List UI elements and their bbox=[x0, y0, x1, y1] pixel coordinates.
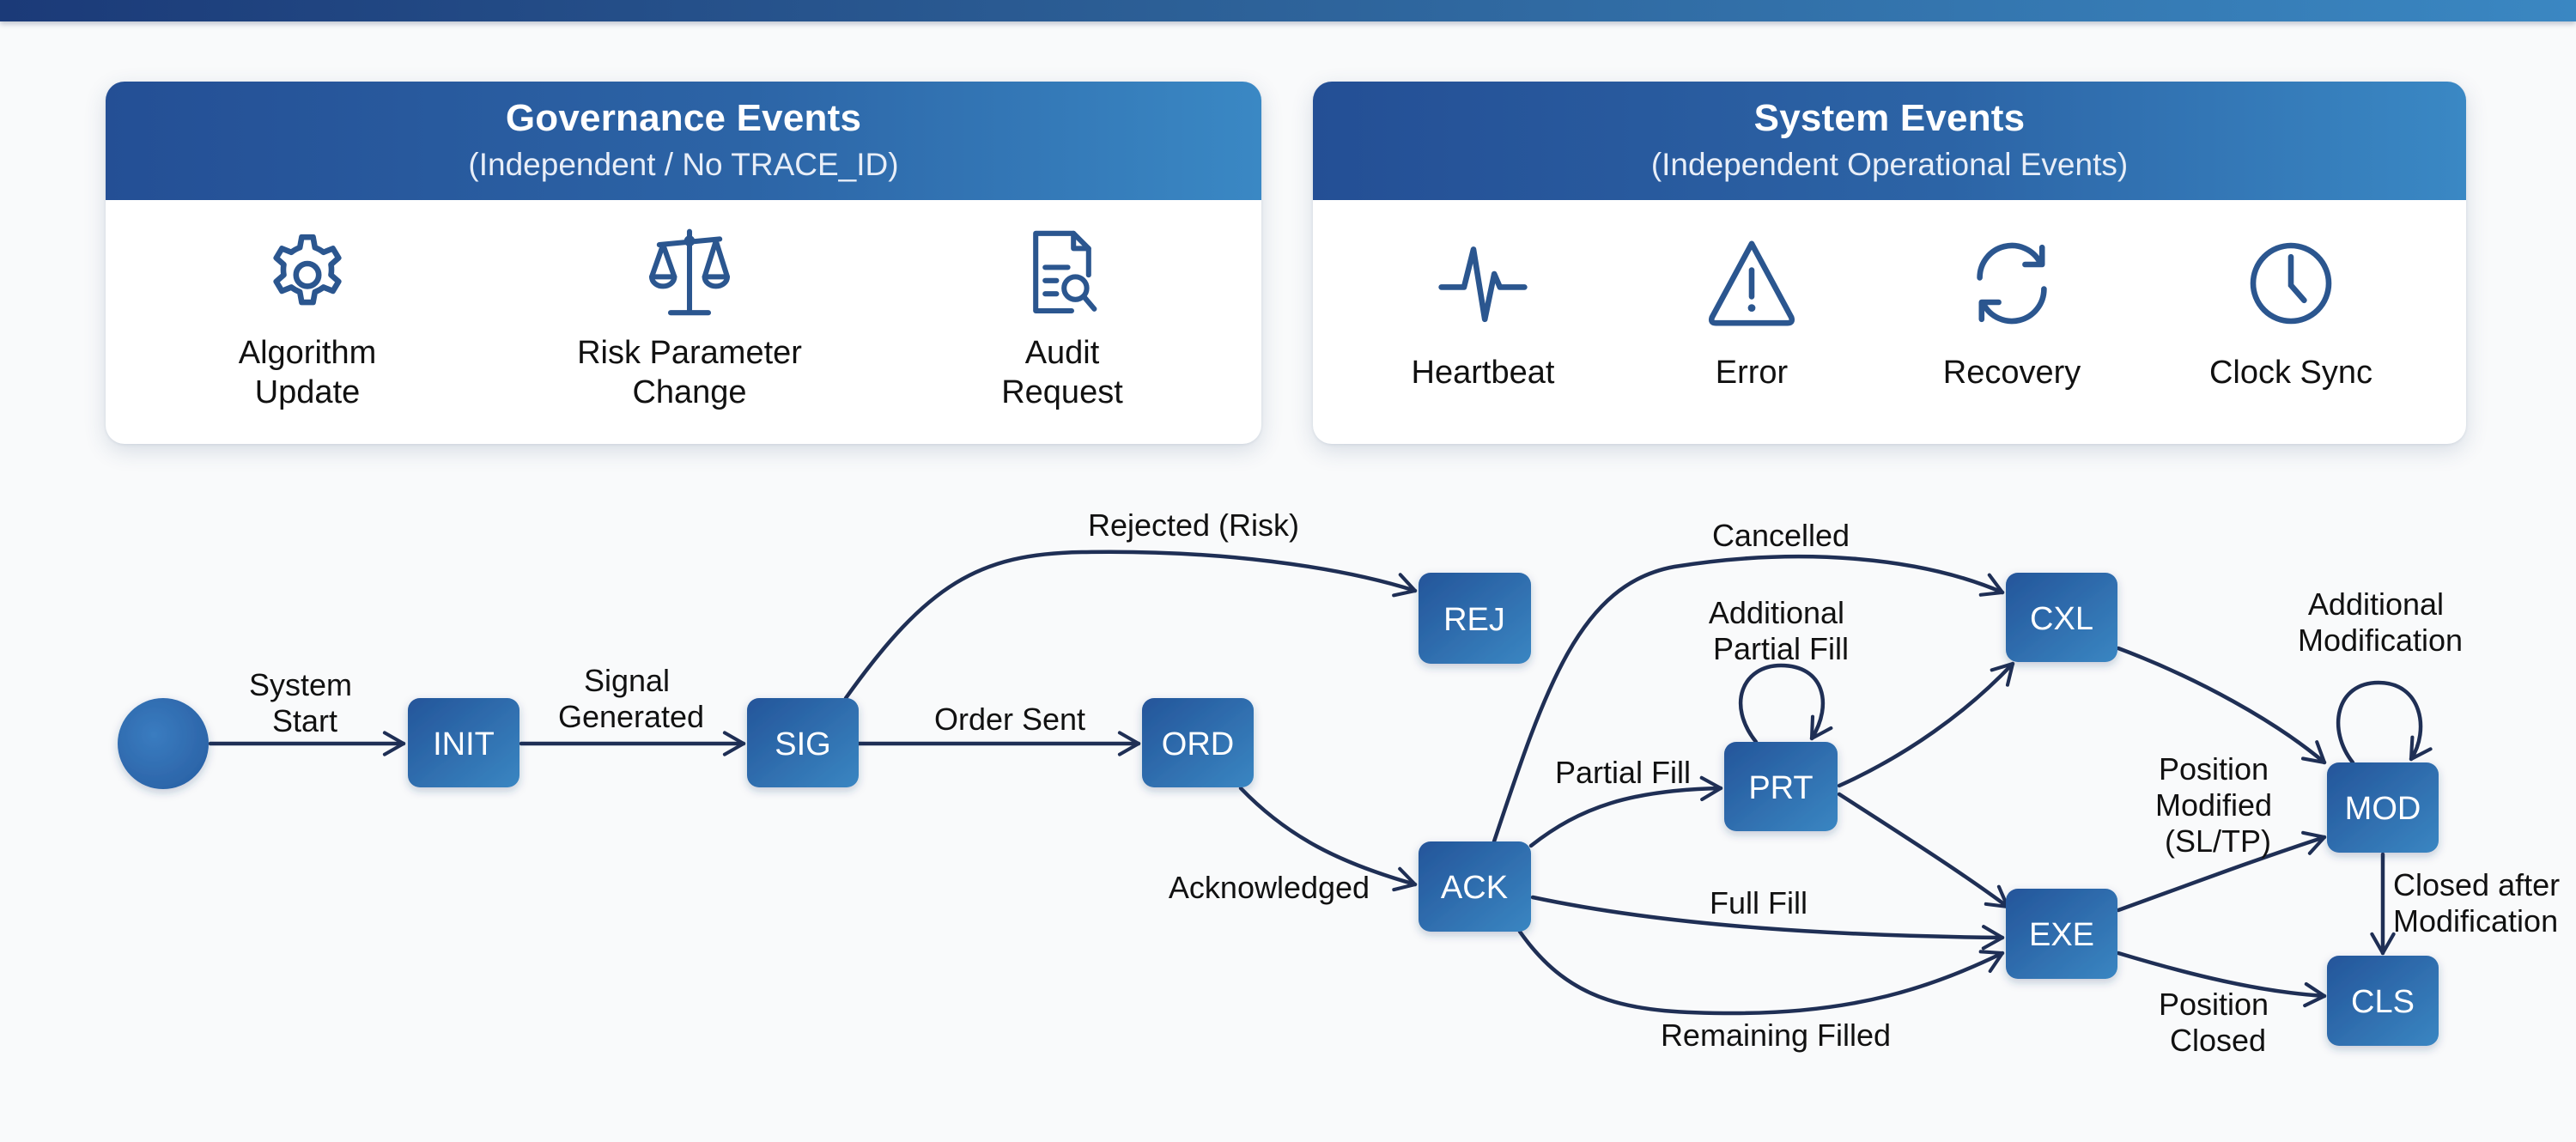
system-panel-header: System Events (Independent Operational E… bbox=[1313, 82, 2466, 200]
governance-events-panel: Governance Events (Independent / No TRAC… bbox=[106, 82, 1261, 444]
event-label: Audit Request bbox=[890, 333, 1234, 412]
state-node-ack[interactable]: ACK bbox=[1419, 841, 1531, 932]
node-box bbox=[2006, 573, 2117, 662]
edge-label-cancelled: Cancelled bbox=[1712, 518, 1850, 553]
event-label: Algorithm Update bbox=[136, 333, 479, 412]
edge-prt-to-cxl bbox=[1837, 661, 2015, 788]
label-line-2: Change bbox=[632, 374, 747, 410]
edge-label-acknowledged: Acknowledged bbox=[1169, 870, 1370, 905]
state-node-init[interactable]: INIT bbox=[408, 698, 519, 787]
edge-label-additional-partial-fill: Additional Partial Fill bbox=[1709, 595, 1853, 666]
label-line-1: Algorithm bbox=[238, 335, 377, 371]
edge-prt-to-exe bbox=[1837, 792, 2010, 909]
node-box bbox=[1142, 698, 1254, 787]
edge-label-remaining-filled: Remaining Filled bbox=[1661, 1017, 1891, 1053]
node-label: SIG bbox=[775, 726, 830, 762]
edge-label-position-closed: Position Closed bbox=[2159, 987, 2277, 1058]
system-event-clock-sync[interactable]: Clock Sync bbox=[2145, 200, 2437, 444]
governance-event-risk-parameter-change[interactable]: Risk Parameter Change bbox=[518, 200, 861, 444]
gear-icon bbox=[273, 234, 342, 306]
governance-panel-title: Governance Events bbox=[505, 97, 862, 139]
edge-remaining-filled bbox=[1517, 929, 2005, 1016]
edge-label-additional-modification: Additional Modification bbox=[2298, 586, 2463, 658]
edge-cxl-to-mod bbox=[2116, 646, 2327, 765]
edge-label-signal-generated: Signal Generated bbox=[558, 663, 704, 734]
node-label: ORD bbox=[1162, 726, 1234, 762]
node-box bbox=[2006, 889, 2117, 979]
state-node-ord[interactable]: ORD bbox=[1142, 698, 1254, 787]
label-line-2: Update bbox=[254, 374, 361, 410]
node-box bbox=[408, 698, 519, 787]
state-node-exe[interactable]: EXE bbox=[2006, 889, 2117, 979]
governance-panel-header: Governance Events (Independent / No TRAC… bbox=[106, 82, 1261, 200]
state-node-mod[interactable]: MOD bbox=[2327, 762, 2439, 853]
state-node-rej[interactable]: REJ bbox=[1419, 573, 1531, 664]
state-node-cls[interactable]: CLS bbox=[2327, 956, 2439, 1046]
start-node[interactable] bbox=[118, 698, 209, 789]
system-panel-title: System Events bbox=[1753, 97, 2026, 139]
state-node-sig[interactable]: SIG bbox=[747, 698, 859, 787]
governance-panel-subtitle: (Independent / No TRACE_ID) bbox=[468, 147, 899, 182]
system-events-panel: System Events (Independent Operational E… bbox=[1313, 82, 2466, 444]
edge-position-modified bbox=[2116, 830, 2327, 913]
edge-additional-partial-fill bbox=[1739, 663, 1833, 744]
label-line-2: Request bbox=[1001, 374, 1123, 410]
node-label: PRT bbox=[1748, 770, 1813, 806]
edge-additional-modification bbox=[2336, 680, 2433, 765]
scales-icon bbox=[648, 228, 731, 316]
edge-cancelled bbox=[1492, 555, 2005, 844]
node-box bbox=[1724, 742, 1838, 831]
system-event-recovery[interactable]: Recovery bbox=[1866, 200, 2158, 444]
node-label: MOD bbox=[2345, 791, 2421, 827]
node-label: CXL bbox=[2030, 601, 2093, 637]
refresh-icon bbox=[1977, 242, 2047, 325]
edge-label-system-start: System Start bbox=[249, 667, 361, 738]
node-label: CLS bbox=[2351, 984, 2415, 1020]
label-line-1: Risk Parameter bbox=[577, 335, 802, 371]
governance-event-audit-request[interactable]: Audit Request bbox=[890, 200, 1234, 444]
edge-label-closed-after-modification: Closed after Modification bbox=[2393, 867, 2568, 939]
node-box bbox=[747, 698, 859, 787]
system-event-heartbeat[interactable]: Heartbeat bbox=[1337, 200, 1629, 444]
clock-icon bbox=[2250, 242, 2332, 325]
node-box bbox=[2327, 956, 2439, 1046]
edge-label-rejected-risk: Rejected (Risk) bbox=[1088, 507, 1299, 543]
edge-partial-fill bbox=[1528, 775, 1723, 848]
node-box bbox=[1419, 573, 1531, 664]
system-event-error[interactable]: Error bbox=[1606, 200, 1898, 444]
event-label: Error bbox=[1715, 355, 1789, 391]
node-label: INIT bbox=[433, 726, 495, 762]
edge-rejected-risk bbox=[843, 550, 1418, 701]
state-node-prt[interactable]: PRT bbox=[1724, 742, 1838, 831]
event-label: Recovery bbox=[1942, 355, 2081, 391]
heartbeat-icon bbox=[1438, 246, 1528, 323]
node-label: REJ bbox=[1443, 602, 1505, 638]
edge-full-fill bbox=[1530, 895, 2005, 951]
edge-label-order-sent: Order Sent bbox=[934, 702, 1085, 737]
system-panel-subtitle: (Independent Operational Events) bbox=[1650, 147, 2129, 182]
state-node-cxl[interactable]: CXL bbox=[2006, 573, 2117, 662]
node-box bbox=[2327, 762, 2439, 853]
edge-label-position-modified: Position Modified (SL/TP) bbox=[2155, 751, 2281, 859]
top-banner bbox=[0, 0, 2576, 21]
warning-icon bbox=[1708, 240, 1795, 326]
node-label: ACK bbox=[1441, 870, 1508, 906]
label-line-1: Audit bbox=[1024, 335, 1100, 371]
event-label: Risk Parameter Change bbox=[518, 333, 861, 412]
edge-acknowledged bbox=[1238, 786, 1418, 892]
edge-position-closed bbox=[2116, 951, 2327, 1008]
edge-label-full-fill: Full Fill bbox=[1710, 885, 1807, 920]
event-label: Clock Sync bbox=[2208, 355, 2373, 391]
node-box bbox=[1419, 841, 1531, 932]
document-search-icon bbox=[1033, 230, 1097, 314]
event-label: Heartbeat bbox=[1411, 355, 1555, 391]
governance-event-algorithm-update[interactable]: Algorithm Update bbox=[136, 200, 479, 444]
edge-label-partial-fill: Partial Fill bbox=[1555, 755, 1691, 790]
node-label: EXE bbox=[2029, 917, 2094, 953]
